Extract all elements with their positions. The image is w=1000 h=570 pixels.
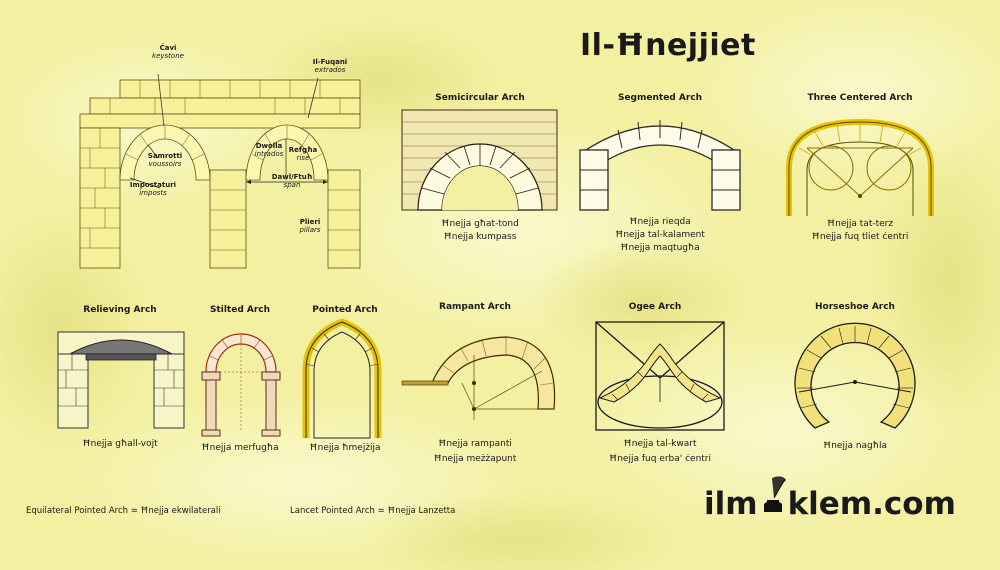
site-logo[interactable]: ilm klem.com [704,476,956,522]
semicircular-arch-drawing [401,109,558,211]
segmented-arch-caption: Segmented Arch [617,93,703,103]
ogee-arch-drawing [595,321,725,431]
lancet-note: Lancet Pointed Arch = Ħnejja Lanzetta [290,506,456,516]
ogee-arch-name-2: Ħnejja fuq erba' ċentri [608,454,712,464]
three-centered-arch-drawing [786,118,934,216]
pointed-arch-name-1: Ħnejja ħmejżija [309,443,381,453]
segmented-arch-name-1: Ħnejja rieqda [629,217,691,227]
rampant-arch-drawing [401,336,556,420]
pointed-arch-drawing [302,318,382,439]
segmented-arch-name-3: Ħnejja maqtugħa [620,243,700,253]
horseshoe-arch-name-1: Ħnejja nagħla [822,441,888,451]
ogee-arch-name-1: Ħnejja tal-kwart [623,439,697,449]
semicircular-arch-caption: Semicircular Arch [435,93,525,103]
three-centered-arch-name-2: Ħnejja fuq tliet ċentri [811,232,909,242]
semicircular-arch-name-1: Ħnejja għat-tond [441,219,519,229]
logo-text-left: ilm [704,486,758,522]
rampant-arch-caption: Rampant Arch [439,302,511,312]
three-centered-arch-caption: Three Centered Arch [807,93,913,103]
stilted-arch-name-1: Ħnejja merfugħa [201,443,279,453]
logo-text-right: klem.com [787,486,956,522]
relieving-arch-name-1: Ħnejja għall-vojt [82,439,158,449]
main-arch-diagram [79,73,361,269]
equilateral-note: Equilateral Pointed Arch = Ħnejja ekwila… [26,506,221,516]
pointed-arch-caption: Pointed Arch [312,305,378,315]
three-centered-arch-name-1: Ħnejja tat-terz [826,219,894,229]
stilted-arch-drawing [201,333,281,437]
relieving-arch-caption: Relieving Arch [83,305,157,315]
segmented-arch-name-2: Ħnejja tal-kalament [615,230,705,240]
inkwell-quill-icon [758,476,788,518]
page-title: Il-Ħnejjiet [580,28,756,63]
relieving-arch-drawing [57,331,185,429]
rampant-arch-name-2: Ħnejja meżżapunt [433,454,517,464]
horseshoe-arch-drawing [794,322,916,429]
stilted-arch-caption: Stilted Arch [209,305,271,315]
horseshoe-arch-caption: Horseshoe Arch [815,302,895,312]
ogee-arch-caption: Ogee Arch [628,302,682,312]
rampant-arch-name-1: Ħnejja rampanti [438,439,512,449]
semicircular-arch-name-2: Ħnejja kumpass [443,232,517,242]
segmented-arch-drawing [579,120,741,211]
